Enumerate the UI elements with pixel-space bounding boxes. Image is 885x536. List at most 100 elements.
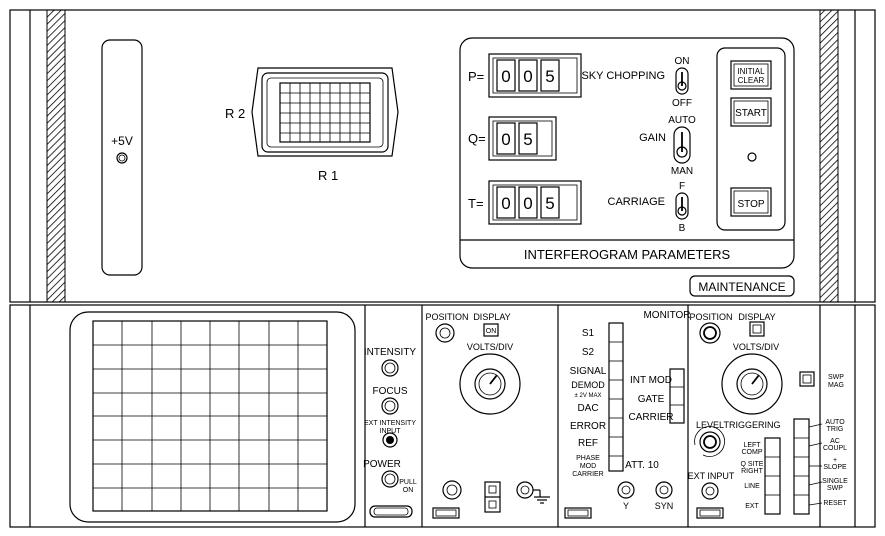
level-knob[interactable] (694, 426, 725, 457)
carriage-label: CARRIAGE (608, 196, 665, 208)
ch2-volts-div-knob[interactable] (721, 353, 783, 415)
ext-input-label: EXT INPUT (688, 471, 735, 481)
t-digit: 0 (523, 194, 532, 213)
ch2-position-label: POSITION (689, 312, 732, 322)
sky-chopping-toggle[interactable] (675, 67, 689, 95)
initial-clear-label: INITIAL (737, 67, 765, 76)
maintenance-plate: MAINTENANCE (689, 275, 795, 297)
r-display-grid (280, 83, 370, 142)
monitor-item-gate: GATE (638, 394, 665, 405)
monitor-item-signal: SIGNAL (570, 366, 607, 377)
params-title: INTERFEROGRAM PARAMETERS (524, 247, 731, 262)
ground-icon (533, 489, 550, 504)
ch1-ground-jack[interactable] (516, 481, 534, 499)
monitor-item-phase: PHASE (576, 455, 600, 462)
monitor-selector-strip[interactable] (608, 322, 624, 472)
gain-auto-label: AUTO (668, 115, 696, 126)
ch2-display-label: DISPLAY (738, 312, 775, 322)
ch1-display-label: DISPLAY (473, 312, 510, 322)
monitor-item-dac: DAC (577, 403, 598, 414)
monitor-section: MONITOR S1 S2 SIGNAL DEMOD ± 2V MAX DAC … (564, 310, 691, 519)
pull-on-label: PULL (399, 479, 417, 486)
swp-mag-button[interactable] (799, 371, 815, 387)
ch2-display-button[interactable] (749, 321, 765, 337)
ch2-position-knob[interactable] (699, 322, 721, 344)
stop-label: STOP (737, 199, 764, 210)
vertical-channel-2: POSITION DISPLAY VOLTS/DIV SWP MAG TRIGG… (688, 312, 848, 519)
r-display: R 2 R 1 (225, 67, 399, 183)
trig-ac-label: AC (830, 438, 840, 445)
level-label: LEVEL (696, 420, 724, 430)
ch1-position-knob[interactable] (435, 323, 455, 343)
monitor-label-slot (564, 507, 592, 519)
monitor-item-carrier: CARRIER (572, 471, 604, 478)
gain-man-label: MAN (671, 166, 693, 177)
intensity-label: INTENSITY (364, 347, 417, 358)
supply-panel: +5V (101, 39, 143, 276)
sky-off-label: OFF (672, 98, 692, 109)
stop-button[interactable]: STOP (730, 187, 772, 217)
monitor-y-label: Y (623, 501, 629, 511)
trigger-source-buttons[interactable] (764, 437, 781, 515)
sky-chopping-label: SKY CHOPPING (581, 70, 665, 82)
triggering-label: TRIGGERING (723, 420, 780, 430)
start-label: START (735, 108, 767, 119)
p-digit: 0 (523, 67, 532, 86)
q-digit: 0 (501, 130, 510, 149)
att-label: ATT. 10 (625, 460, 659, 471)
monitor-item-carrier-right: CARRIER (628, 412, 673, 423)
ch1-volts-div-knob[interactable] (459, 353, 521, 415)
monitor-right-selector[interactable] (669, 368, 685, 424)
scope-controls: INTENSITY FOCUS EXT INTENSITY INPUT POWE… (363, 347, 417, 518)
monitor-syn-jack[interactable] (655, 481, 673, 499)
trig-slope-label: SLOPE (823, 464, 847, 471)
swp-mag-label: MAG (828, 382, 844, 389)
initial-clear-button[interactable]: INITIAL CLEAR (730, 60, 772, 90)
carriage-b-label: B (679, 223, 686, 234)
supply-test-jack[interactable] (116, 152, 128, 164)
pull-on-label: ON (403, 487, 414, 494)
monitor-y-jack[interactable] (617, 481, 635, 499)
lower-panel (9, 304, 876, 528)
r1-label: R 1 (318, 168, 338, 183)
t-label: T= (468, 196, 484, 211)
ch1-label-slot (432, 507, 460, 519)
gain-toggle[interactable] (673, 126, 691, 164)
intensity-knob[interactable] (381, 359, 399, 377)
scope-handle (369, 505, 413, 518)
monitor-item-ref: REF (578, 438, 598, 449)
supply-label: +5V (111, 134, 133, 148)
carriage-toggle[interactable] (675, 192, 689, 220)
p-digit: 0 (501, 67, 510, 86)
trig-coupl-label: COUPL (823, 445, 847, 452)
ext-intensity-jack[interactable] (382, 432, 398, 448)
ch1-input-jack[interactable] (442, 480, 462, 500)
trig-comp-label: COMP (742, 449, 763, 456)
ext-intensity-label: INPUT (380, 428, 402, 435)
monitor-item-s1: S1 (582, 328, 595, 339)
start-button[interactable]: START (730, 97, 772, 127)
ch1-display-button[interactable]: ON (483, 323, 499, 337)
ch1-display-button-label: ON (486, 328, 497, 335)
focus-knob[interactable] (381, 397, 399, 415)
swp-mag-label: SWP (828, 374, 844, 381)
initial-clear-label: CLEAR (738, 76, 765, 85)
sky-on-label: ON (675, 56, 690, 67)
ch1-volts-div-label: VOLTS/DIV (467, 342, 513, 352)
ext-intensity-label: EXT INTENSITY (364, 420, 416, 427)
power-knob[interactable] (381, 470, 399, 488)
monitor-item-int-mod: INT MOD (630, 375, 672, 386)
trig-right-label: RIGHT (741, 468, 764, 475)
interferogram-parameters: INTERFEROGRAM PARAMETERS P= 0 0 5 Q= 0 5… (459, 37, 795, 269)
q-digit: 5 (523, 130, 532, 149)
upper-panel (9, 9, 876, 303)
focus-label: FOCUS (373, 386, 408, 397)
monitor-syn-label: SYN (655, 501, 674, 511)
monitor-item-demod: DEMOD (571, 380, 605, 390)
trig-plus-label: + (833, 457, 837, 464)
ext-input-jack[interactable] (701, 482, 719, 500)
vertical-channel-1: POSITION DISPLAY ON VOLTS/DIV (425, 312, 550, 519)
trigger-mode-buttons[interactable] (793, 418, 810, 515)
t-digit: 0 (501, 194, 510, 213)
